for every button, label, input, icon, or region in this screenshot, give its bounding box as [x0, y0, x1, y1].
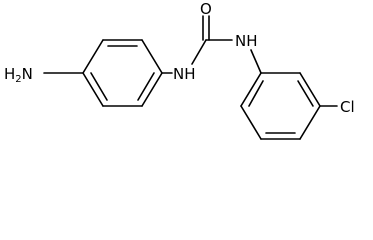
ring1-bond-top-right	[141, 39, 163, 74]
molecule-structure: H2N NH O NH Cl	[4, 0, 355, 140]
aminophenyl-ring	[82, 39, 163, 107]
ring2-bond-right-lower	[299, 105, 321, 140]
ring2-bond-right-upper	[299, 72, 321, 107]
chlorine-label: Cl	[340, 98, 355, 116]
ring1-bond-bottom-right	[141, 72, 163, 107]
ring1-double-right	[137, 72, 155, 101]
ring2-bond-left-upper	[240, 72, 262, 107]
nh-ring2-bond	[250, 49, 262, 74]
ring2-double-right	[297, 80, 314, 107]
amine-label: H2N	[4, 65, 33, 85]
ring1-bond-top-left	[82, 39, 104, 74]
nh-right-label: NH	[235, 32, 258, 50]
chlorophenyl-ring	[240, 72, 321, 140]
nh-carbonyl-bond	[191, 39, 207, 65]
ring2-bond-left-lower	[240, 105, 262, 140]
ring2-double-left	[248, 80, 264, 107]
ring1-double-left	[90, 72, 108, 101]
nh-left-label: NH	[173, 65, 196, 83]
carbonyl-oxygen-label: O	[200, 0, 212, 18]
ring1-bond-bottom-left	[82, 72, 104, 107]
